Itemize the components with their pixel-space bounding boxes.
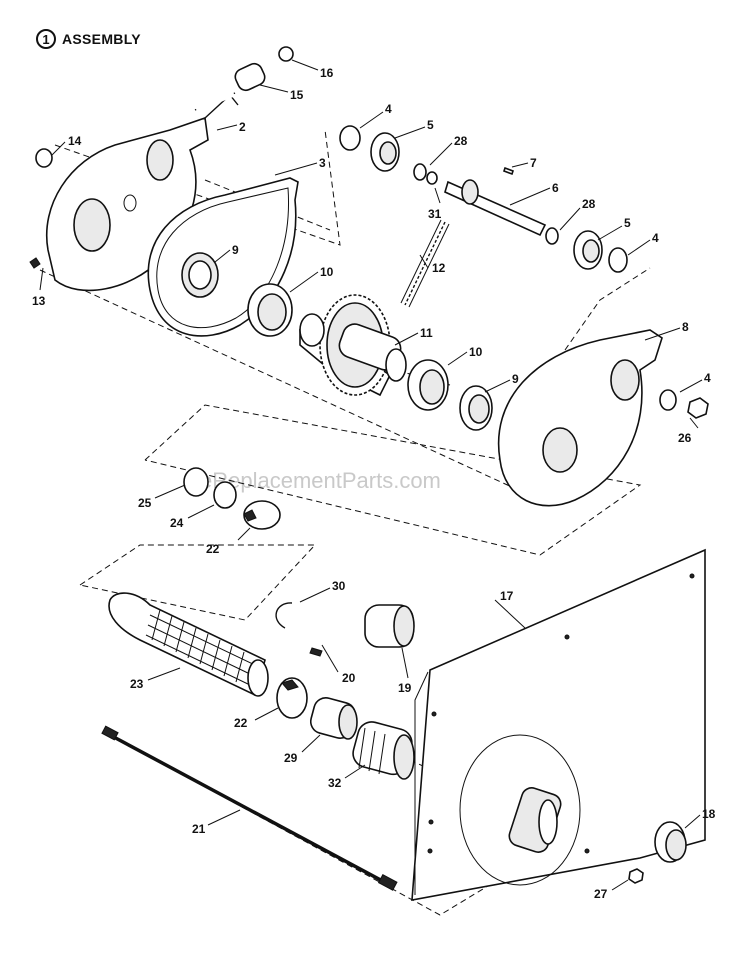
part-screw-13: [29, 257, 41, 269]
callout-9-lower: 9: [512, 372, 519, 386]
callout-31: 31: [428, 207, 442, 221]
callout-5-top: 5: [427, 118, 434, 132]
callout-10-lower: 10: [469, 345, 483, 359]
part-seal-10-lower: [407, 359, 449, 411]
part-ring-30: [275, 602, 293, 629]
callout-10-upper: 10: [320, 265, 334, 279]
part-washer-25: [183, 467, 209, 497]
callout-9-upper: 9: [232, 243, 239, 257]
callout-labels: 2 3 4 5 28 31 7 6 28 5 4 9 10 12 11 10 9…: [32, 66, 716, 901]
part-washer-4-mid: [608, 247, 628, 273]
part-gear-case-right: [497, 329, 663, 507]
callout-2: 2: [239, 120, 246, 134]
callout-25: 25: [138, 496, 152, 510]
part-bushing-19: [364, 604, 415, 648]
part-washer-4-top: [339, 125, 361, 151]
callout-11: 11: [420, 326, 433, 340]
callout-32: 32: [328, 776, 342, 790]
callout-27: 27: [594, 887, 608, 901]
part-ring-28-right: [545, 227, 559, 245]
callout-12: 12: [432, 261, 446, 275]
part-bearing-9-lower: [459, 385, 493, 431]
part-plug-14: [35, 148, 53, 168]
callout-18: 18: [702, 807, 716, 821]
callout-29: 29: [284, 751, 298, 765]
callout-20: 20: [342, 671, 356, 685]
callout-23: 23: [130, 677, 144, 691]
callout-leaders: [39, 59, 703, 891]
part-bearing-5-right: [573, 230, 603, 270]
part-ring-28-top: [413, 163, 427, 181]
callout-16: 16: [320, 66, 334, 80]
callout-4-mid: 4: [652, 231, 659, 245]
section-title: ASSEMBLY: [62, 31, 141, 47]
callout-17: 17: [500, 589, 514, 603]
part-ring-31: [426, 171, 438, 185]
diagram-title: 1 ASSEMBLY: [36, 29, 141, 49]
part-sleeve-32: [352, 721, 415, 780]
part-shaft-15: [194, 62, 266, 112]
callout-21: 21: [192, 822, 206, 836]
callout-3: 3: [319, 156, 326, 170]
section-number-badge: 1: [36, 29, 56, 49]
callout-6: 6: [552, 181, 559, 195]
watermark-text: eReplacementParts.com: [200, 468, 441, 493]
part-clamp-22-upper: [243, 500, 281, 530]
callout-4-right: 4: [704, 371, 711, 385]
part-sprocket-11: [299, 294, 407, 397]
part-rod-21: [101, 725, 398, 891]
part-nut-26: [687, 397, 709, 419]
part-retainer-16: [278, 46, 294, 62]
part-key-7: [502, 166, 515, 176]
callout-30: 30: [332, 579, 346, 593]
part-washer-4-right: [659, 389, 677, 411]
callout-7: 7: [530, 156, 537, 170]
callout-28-right: 28: [582, 197, 596, 211]
part-shaft-6: [444, 179, 547, 237]
callout-22-lower: 22: [234, 716, 248, 730]
part-pin-20: [309, 647, 323, 657]
part-bearing-5-top: [370, 132, 400, 172]
part-boot-23: [108, 592, 269, 697]
callout-4-top: 4: [385, 102, 392, 116]
callout-24: 24: [170, 516, 184, 530]
callout-14: 14: [68, 134, 82, 148]
callout-13: 13: [32, 294, 46, 308]
callout-15: 15: [290, 88, 304, 102]
part-bearing-18: [654, 821, 687, 863]
part-clamp-22-lower: [276, 677, 308, 719]
callout-8: 8: [682, 320, 689, 334]
part-nut-27: [628, 868, 644, 884]
part-coupler-29: [309, 697, 358, 740]
part-seal-10-upper: [247, 283, 293, 337]
callout-28-top: 28: [454, 134, 468, 148]
callout-5-right: 5: [624, 216, 631, 230]
callout-26: 26: [678, 431, 692, 445]
callout-19: 19: [398, 681, 412, 695]
part-washer-24: [213, 481, 237, 509]
callout-22-upper: 22: [206, 542, 220, 556]
